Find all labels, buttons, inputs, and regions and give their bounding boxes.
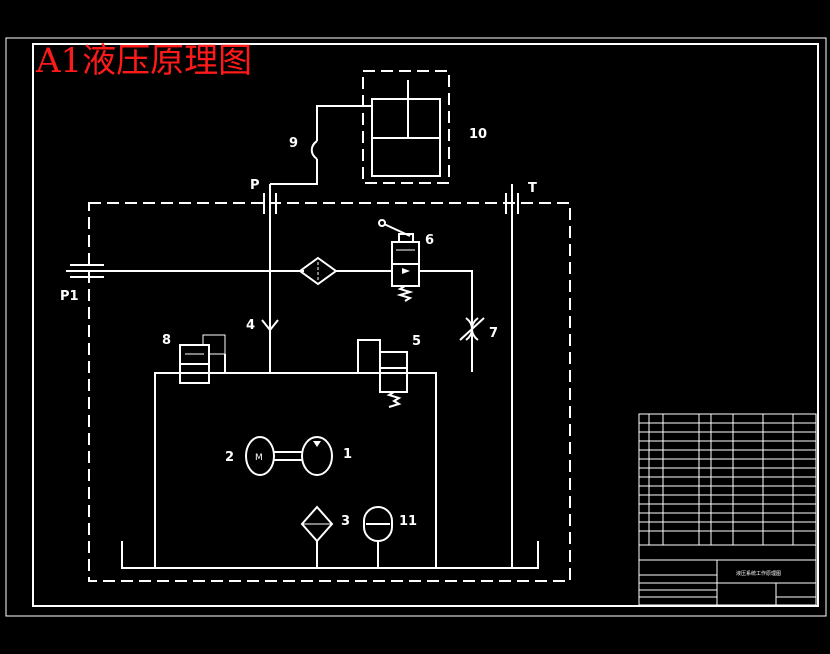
label-p1: P1 — [60, 289, 79, 304]
flexible-hose-9 — [310, 140, 318, 160]
check-valve-4 — [261, 319, 279, 332]
parts-list-rows — [639, 422, 816, 561]
throttle-7-adjust — [459, 317, 485, 341]
valve-6-lever — [383, 223, 411, 237]
label-7: 7 — [489, 326, 498, 341]
relief-5-pilot — [357, 339, 381, 373]
label-11: 11 — [399, 514, 417, 529]
label-p: P — [250, 178, 260, 193]
label-4: 4 — [246, 318, 255, 333]
title-block: 液压系统工作原理图 — [638, 413, 817, 606]
title-block-frame — [638, 413, 817, 606]
label-3: 3 — [341, 514, 350, 529]
filter-diamond — [298, 256, 338, 286]
label-1: 1 — [343, 447, 352, 462]
pressure-line-upper — [270, 159, 318, 185]
label-2: 2 — [225, 450, 234, 465]
outer-frame — [5, 37, 827, 617]
motor-2 — [245, 436, 275, 476]
label-10: 10 — [469, 127, 487, 142]
motor-symbol: M — [255, 453, 263, 463]
drawing-title: A1液压原理图 — [35, 41, 252, 81]
label-6: 6 — [425, 233, 434, 248]
tank-top-line — [154, 372, 437, 568]
valve-6-spring — [396, 285, 414, 302]
valve-8-pilot — [202, 334, 226, 355]
line-valve-to-throttle — [419, 270, 473, 372]
label-t: T — [528, 181, 537, 196]
cylinder-enclosure-10 — [362, 70, 450, 184]
cylinder-supply-line — [316, 105, 372, 141]
system-boundary — [88, 202, 571, 582]
relief-5-spring — [386, 391, 402, 408]
valve-6-arrow — [402, 268, 410, 274]
reservoir-tank — [121, 541, 539, 569]
label-5: 5 — [412, 334, 421, 349]
inner-frame — [32, 43, 819, 607]
label-8: 8 — [162, 333, 171, 348]
valve-6-lever-knob — [378, 219, 386, 227]
pump-1 — [301, 436, 333, 476]
label-9: 9 — [289, 136, 298, 151]
pump-1-arrow — [313, 441, 321, 447]
drawing-name: 液压系统工作原理图 — [736, 570, 781, 577]
